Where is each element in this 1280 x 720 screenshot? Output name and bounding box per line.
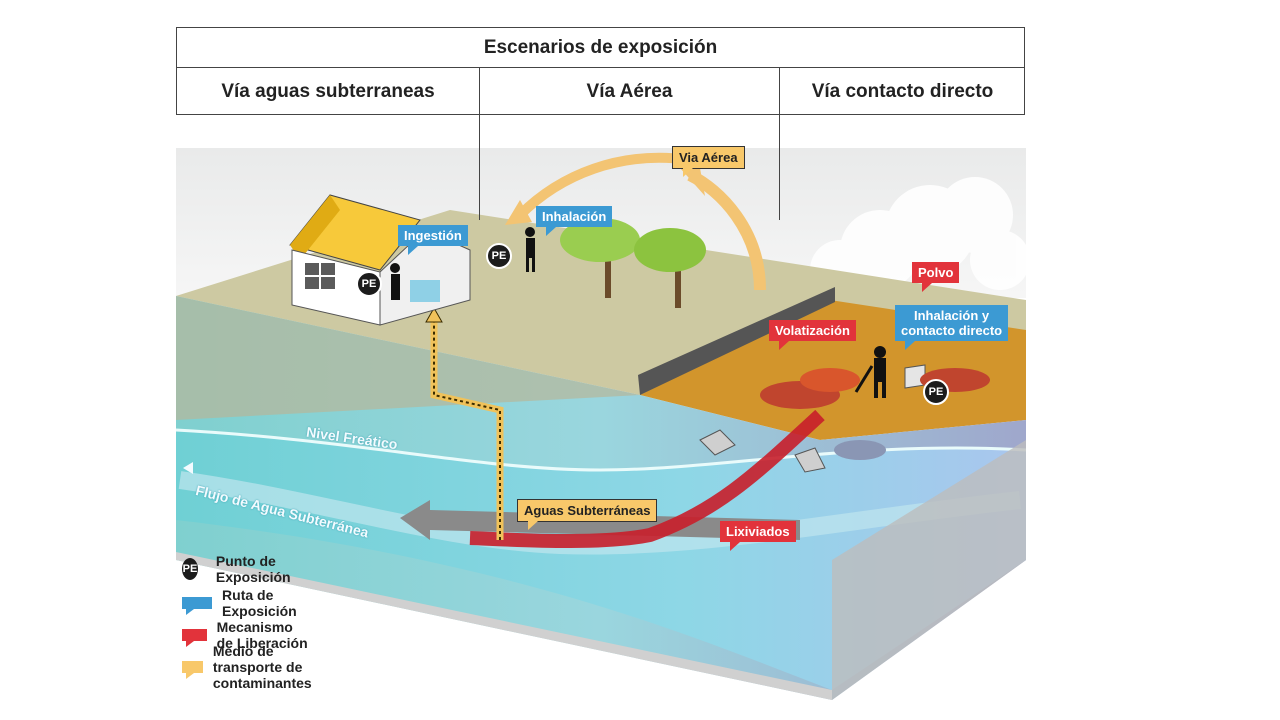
volatilizacion-text: Volatización <box>775 323 850 338</box>
pe-badge-icon: PE <box>182 558 198 580</box>
inhalacion-contacto-line1: Inhalación y <box>913 308 990 323</box>
scenarios-header-table: Escenarios de exposición Vía aguas subte… <box>176 27 1025 115</box>
legend-item-release-mechanism: Mecanismo de Liberación <box>182 619 312 651</box>
person-silhouette <box>525 227 535 272</box>
inhalacion-contacto-line2: contacto directo <box>901 323 1003 338</box>
vadose-zone <box>176 296 640 420</box>
legend-item-transport-medium: Medio de transporte de contaminantes <box>182 643 335 691</box>
red-callout-icon <box>182 629 207 647</box>
pathway-arrow-head <box>425 306 443 323</box>
label-lixiviados: Lixiviados <box>720 521 796 551</box>
block-bottom <box>176 552 832 700</box>
pe-badge-house: PE <box>356 271 382 297</box>
pe-badge-contaminated-site: PE <box>923 379 949 405</box>
legend-text: Punto de Exposición <box>215 553 291 585</box>
label-inhalacion-contacto: Inhalación y contacto directo <box>895 305 1009 350</box>
label-via-aerea: Via Aérea <box>672 146 745 177</box>
label-aguas-subterraneas: Aguas Subterráneas <box>517 499 658 530</box>
blue-callout-icon <box>182 597 213 615</box>
barrier-wall <box>638 287 835 395</box>
pe-badge-inhalation: PE <box>486 243 512 269</box>
legend-text: Ruta de Exposición <box>222 587 297 619</box>
column-divider-2 <box>779 115 780 220</box>
legend-text: Mecanismo de Liberación <box>216 619 308 651</box>
legend-item-exposure-route: Ruta de Exposición <box>182 587 311 619</box>
column-air: Vía Aérea <box>480 68 780 115</box>
leachate-path <box>469 409 825 549</box>
table-title: Escenarios de exposición <box>177 28 1024 68</box>
house-illustration <box>289 194 471 326</box>
column-direct-contact: Vía contacto directo <box>811 80 994 102</box>
yellow-callout-icon <box>182 661 203 679</box>
label-polvo: Polvo <box>912 262 960 292</box>
legend-item-pe: PE Punto de Exposición <box>182 553 301 585</box>
label-ingestion: Ingestión <box>398 225 468 255</box>
column-divider-1 <box>479 115 480 220</box>
label-inhalacion: Inhalación <box>536 206 613 236</box>
groundwater-band <box>176 430 1026 690</box>
trees <box>560 218 706 308</box>
column-groundwater: Vía aguas subterraneas <box>177 68 480 115</box>
flow-direction-arrow-icon <box>183 462 193 474</box>
block-side <box>832 440 1026 700</box>
barrels <box>699 364 926 473</box>
worker-silhouette <box>854 346 886 398</box>
label-volatilizacion: Volatización <box>769 320 856 350</box>
legend-text: Medio de transporte de contaminantes <box>212 643 312 691</box>
air-route-arrow-2 <box>516 152 691 219</box>
